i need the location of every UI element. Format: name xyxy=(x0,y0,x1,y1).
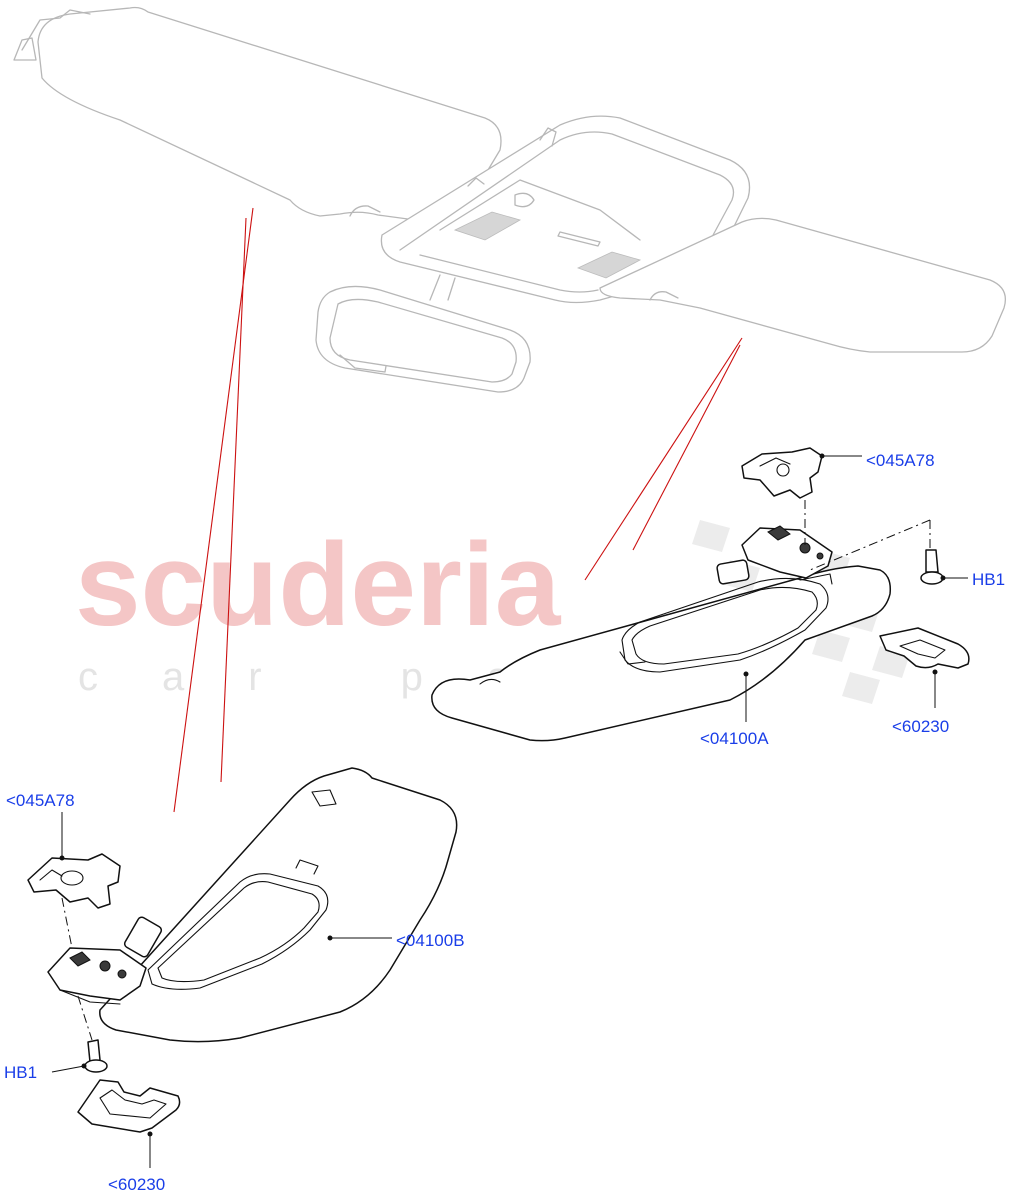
ghost-speaker-grille-right xyxy=(576,251,642,279)
ghost-right-visor xyxy=(599,217,1007,353)
ghost-left-visor xyxy=(37,6,502,223)
ghost-left-clip xyxy=(21,9,91,51)
right-hinge-bracket[interactable] xyxy=(741,527,833,579)
overhead-assembly-ghost xyxy=(13,6,1007,393)
reference-line xyxy=(220,217,247,783)
left-screw[interactable] xyxy=(87,1039,101,1063)
left-hinge-bracket[interactable] xyxy=(47,947,147,1001)
right-connector xyxy=(716,559,750,585)
ghost-speaker-grille-left xyxy=(453,211,522,241)
right-trim-cover[interactable] xyxy=(879,627,970,669)
left-mounting-clip[interactable] xyxy=(27,853,121,909)
right-sun-visor[interactable] xyxy=(431,565,892,742)
callout-left-screw[interactable]: HB1 xyxy=(4,1063,37,1082)
reference-line xyxy=(584,337,743,581)
callout-right-visor[interactable]: <04100A xyxy=(700,729,769,748)
callout-right-cover[interactable]: <60230 xyxy=(892,717,949,736)
callout-labels: <045A78 HB1 <60230 <04100A <045A78 <0410… xyxy=(4,451,1005,1194)
left-visor-group xyxy=(27,767,458,1168)
reference-line xyxy=(632,344,741,551)
ghost-rear-view-mirror xyxy=(315,285,531,393)
left-connector xyxy=(123,916,163,958)
reference-lines xyxy=(173,207,743,813)
leader-left-screw xyxy=(51,1065,85,1073)
right-visor-group xyxy=(431,447,970,742)
reference-line xyxy=(173,207,254,813)
right-mounting-clip[interactable] xyxy=(741,447,823,499)
callout-left-cover[interactable]: <60230 xyxy=(108,1175,165,1194)
left-sun-visor[interactable] xyxy=(99,767,458,1043)
callout-left-clip[interactable]: <045A78 xyxy=(6,791,75,810)
callout-right-clip[interactable]: <045A78 xyxy=(866,451,935,470)
callout-left-visor[interactable]: <04100B xyxy=(396,931,465,950)
watermark-brand: scuderia xyxy=(75,519,562,651)
right-screw[interactable] xyxy=(925,549,939,573)
left-trim-cover[interactable] xyxy=(77,1079,181,1133)
callout-right-screw[interactable]: HB1 xyxy=(972,570,1005,589)
